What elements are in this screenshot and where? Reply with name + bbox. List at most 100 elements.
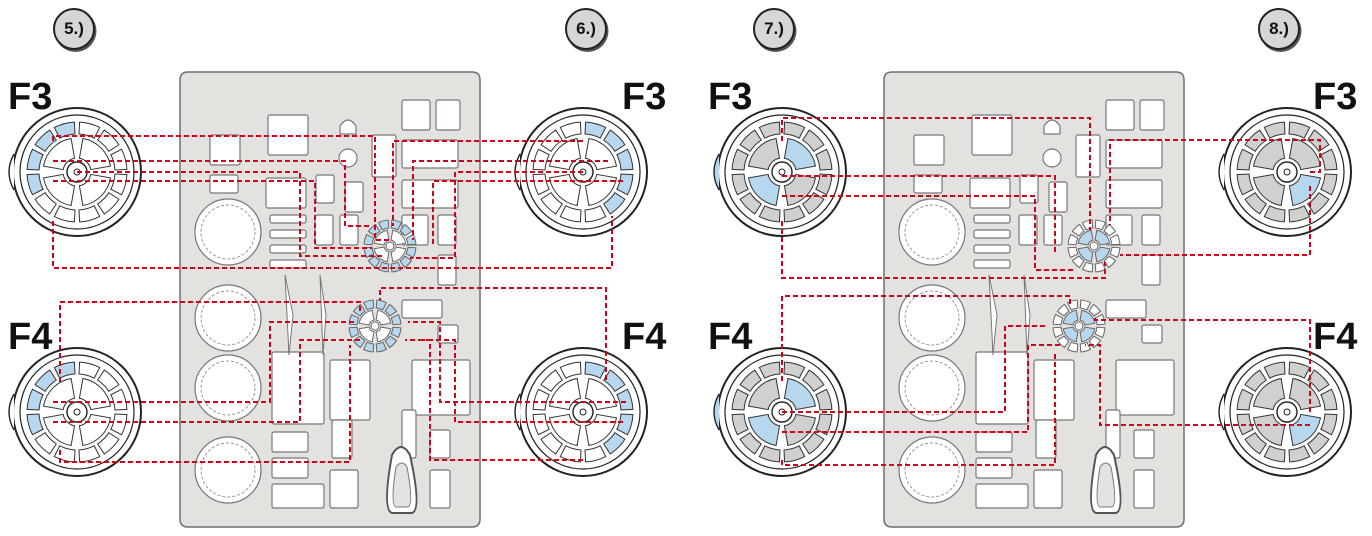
wheel-segment: [783, 445, 806, 463]
fret-teardrop-inner: [1096, 462, 1116, 508]
fret-disc-inner: [904, 442, 960, 498]
connector-line: [410, 171, 583, 259]
fret-part: [1105, 179, 1163, 209]
fret-part: [437, 324, 459, 344]
connector-line: [420, 339, 623, 423]
step-6-badge: 6.): [565, 8, 607, 50]
wheel-segment: [97, 129, 120, 152]
fret-hub-segment: [363, 246, 375, 259]
fret-disc: [898, 354, 966, 422]
wheel-segment: [1320, 148, 1338, 171]
wheel-segment: [731, 148, 749, 171]
wheel-segment: [53, 121, 76, 139]
fret-hub-segment: [1103, 223, 1117, 237]
connector-line: [53, 339, 360, 423]
fret-part: [975, 431, 1013, 453]
fret-part: [1048, 181, 1068, 213]
fret-hub-segment: [1067, 246, 1079, 259]
fret-hub-segment: [1071, 255, 1085, 269]
wheel-segment: [783, 121, 806, 139]
wheel-segment: [616, 148, 634, 171]
wheel-f4-step-6: [514, 347, 648, 477]
connector-line: [52, 216, 613, 269]
fret-hub-segment: [405, 246, 417, 259]
fret-hub-segment: [1094, 219, 1107, 231]
fret-part: [1141, 324, 1163, 344]
fret-hub-segment: [362, 299, 375, 311]
wheel-segment: [540, 432, 563, 455]
f4-label-left-2: F4: [708, 316, 753, 358]
fret-part: [437, 214, 457, 246]
fret-part: [971, 114, 1013, 156]
fret-part: [975, 457, 1013, 479]
fret-disc-inner: [200, 290, 256, 346]
wheel-segment: [739, 369, 762, 392]
wheel-rim: [525, 354, 641, 470]
fret-ring: [338, 148, 358, 168]
fret-clip: [339, 119, 357, 135]
f4-label-right-1: F4: [622, 316, 667, 358]
fret-part: [437, 254, 457, 286]
fret-disc: [898, 436, 966, 504]
wheel-spoke-window: [42, 137, 76, 171]
wheel-spoke-window: [747, 173, 781, 207]
wheel-segment: [34, 432, 57, 455]
wheel-segment: [1236, 173, 1254, 196]
fret-hub-segment: [1052, 326, 1064, 339]
f4-label-left-1: F4: [8, 316, 53, 358]
fret-part: [1115, 359, 1175, 416]
fret-disc: [194, 436, 262, 504]
step-6-label: 6.): [576, 19, 596, 38]
wheel-segment: [34, 192, 57, 215]
wheel-spoke-window: [78, 173, 112, 207]
step-8-badge: 8.): [1258, 8, 1300, 50]
fret-hub-window: [373, 229, 390, 246]
fret-part: [1033, 469, 1063, 509]
wheel-segment: [26, 173, 44, 196]
wheel-segment: [802, 192, 825, 215]
wheel-segment: [26, 148, 44, 171]
wheel-segment: [758, 361, 781, 379]
wheel-segment: [1263, 205, 1286, 223]
fret-hub-window: [1077, 229, 1094, 246]
wheel-segment: [731, 388, 749, 411]
wheel-rim: [19, 354, 135, 470]
wheel-segment: [78, 121, 101, 139]
connector-line: [781, 221, 1106, 279]
fret-part: [329, 469, 359, 509]
wheel-segment: [34, 129, 57, 152]
wheel-spoke-window: [1252, 173, 1286, 207]
wheel-axle: [73, 408, 81, 416]
fret-part: [315, 174, 335, 204]
fret-hub-center: [370, 321, 380, 331]
fret-hub-segment: [1109, 246, 1121, 259]
wheel-valve: [713, 393, 720, 431]
wheel-segment: [540, 192, 563, 215]
wheel-segment: [584, 121, 607, 139]
wheel-segment: [783, 361, 806, 379]
wheel-axle: [1283, 168, 1291, 176]
wheel-spoke-window: [783, 413, 817, 447]
wheel-segment: [26, 388, 44, 411]
wheel-segment: [26, 413, 44, 436]
fret-part: [429, 429, 451, 459]
wheel-rim: [1229, 114, 1345, 230]
wheel-segment: [739, 129, 762, 152]
wheel-spoke-window: [42, 413, 76, 447]
fret-hub-window: [1079, 326, 1096, 343]
wheel-segment: [1288, 445, 1311, 463]
fret-part: [1133, 469, 1155, 509]
wheel-segment: [559, 361, 582, 379]
fret-hub-window: [373, 246, 390, 263]
fret-part: [973, 259, 1011, 269]
fret-disc-inner: [904, 290, 960, 346]
fret-hub-segment: [377, 219, 390, 231]
fret-disc: [898, 198, 966, 266]
wheel-segment: [815, 388, 833, 411]
wheel-axle: [1283, 408, 1291, 416]
fret-disc-inner: [200, 360, 256, 416]
wheel-segment: [1263, 121, 1286, 139]
fret-hub-segment: [1079, 341, 1092, 353]
wheel-segment: [540, 369, 563, 392]
